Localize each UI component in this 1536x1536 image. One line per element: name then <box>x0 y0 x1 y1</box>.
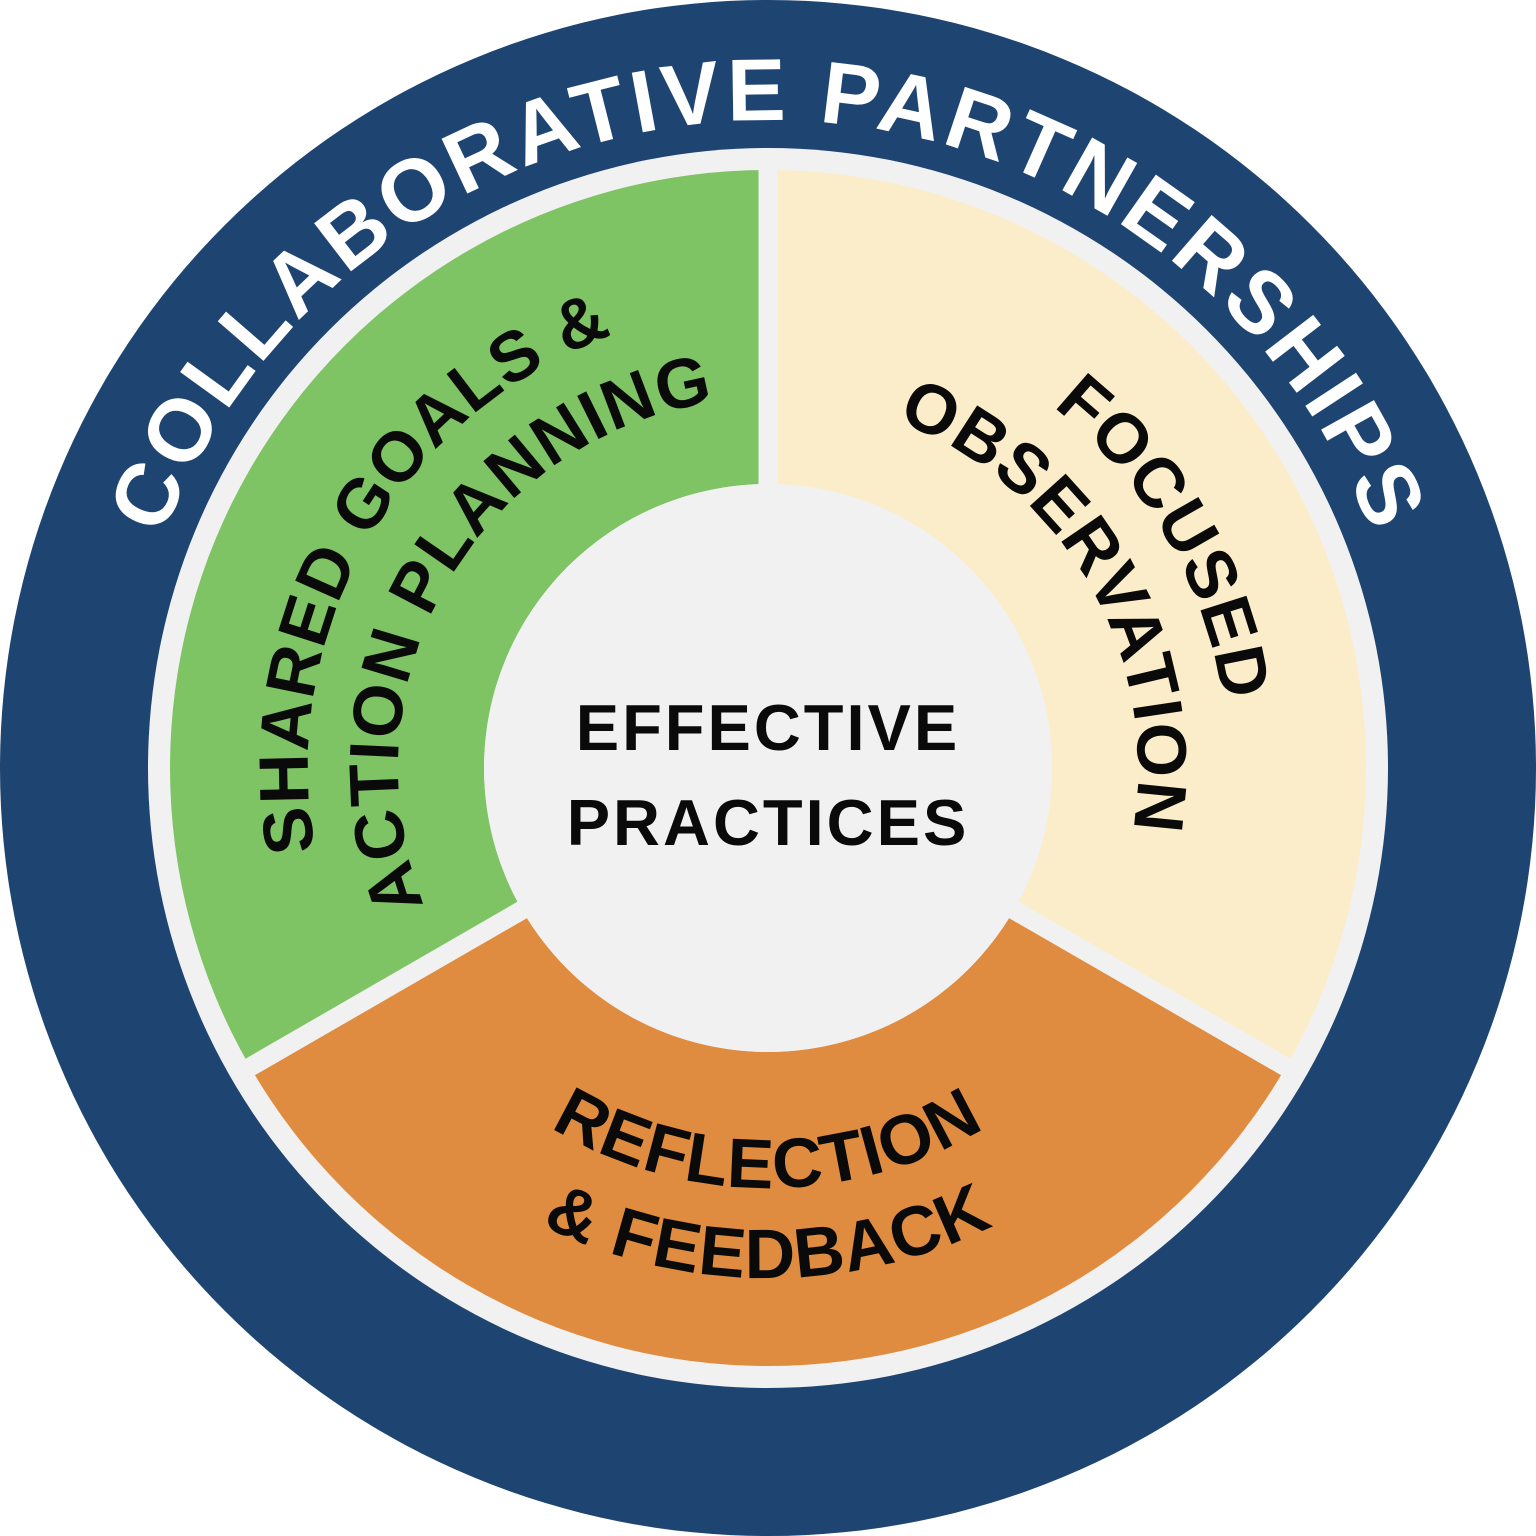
center-label-line1: EFFECTIVE <box>576 691 961 764</box>
segment-focused-observation <box>768 170 1366 1067</box>
center-circle <box>484 484 1052 1052</box>
center-label-line2: PRACTICES <box>567 786 970 859</box>
segment-reflection-feedback <box>250 910 1286 1366</box>
segment-shared-goals-action-planning <box>170 170 769 1067</box>
